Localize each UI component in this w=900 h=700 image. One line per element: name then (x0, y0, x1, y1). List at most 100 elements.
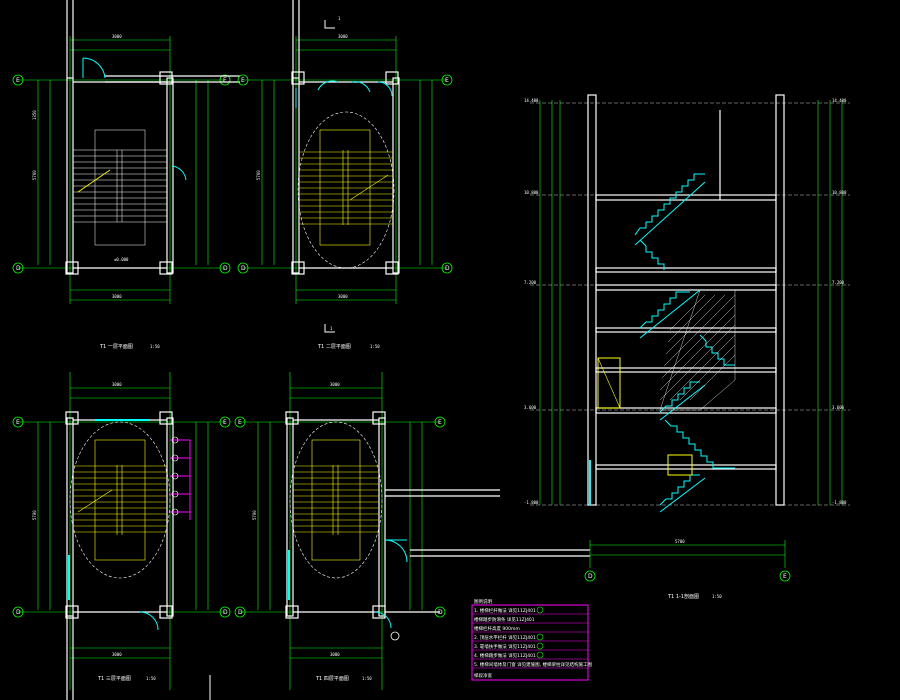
plan-1-dim-left-2: 5700 (32, 170, 37, 180)
plan-4-dim-bottom: 3000 (330, 652, 340, 657)
section-level-right-0: 14.400 (832, 98, 847, 103)
plan-3-axis-d-left: D (16, 609, 21, 616)
section-level-right-3: 3.600 (832, 405, 845, 410)
plan-3-stair (73, 439, 167, 561)
legend-row-2: 楼梯踏步防滑条 详见11ZJ401 (474, 616, 535, 623)
legend-row-8: 梯段净宽 (474, 672, 492, 679)
section-dim-bottom: 5700 (675, 539, 685, 544)
plan-4: E D E D (234, 372, 590, 690)
plan-4-axis-e-left: E (238, 419, 242, 426)
plan-2: E D E D (237, 0, 453, 350)
section-hatched-landing (659, 289, 736, 411)
plan-3-axis-d-right: D (223, 609, 228, 616)
plan-2-dim-bottom: 3000 (338, 294, 348, 299)
section-level-2: 7.200 (524, 280, 537, 285)
plan-3: E D E D (12, 372, 231, 700)
plan-1-door (82, 57, 187, 181)
plan-3-dashed-ellipse (69, 421, 171, 579)
plan-1-dim-bottom: 3000 (112, 294, 122, 299)
plan-1-axis-d-right: D (223, 265, 228, 272)
plan-4-axis-bubbles (234, 416, 446, 618)
plan-1-dimensions (18, 36, 225, 304)
plan-1-axis-d-left: D (16, 265, 21, 272)
section-axis-d: D (588, 573, 593, 580)
plan-2-axis-d-left: D (241, 265, 246, 272)
plan-4-title: T1 四层平面图 (315, 676, 349, 682)
section-stair-flights (589, 173, 735, 513)
section-scale: 1:50 (712, 594, 722, 599)
legend-symbols (536, 606, 544, 659)
plan-2-section-cut-marks (324, 20, 335, 333)
plan-2-axis-d-right: D (445, 265, 450, 272)
plan-4-axis-d-right: D (438, 609, 443, 616)
section-level-right-2: 7.200 (832, 280, 845, 285)
plan-1-stair (73, 129, 167, 246)
plan-3-dim-top: 3000 (112, 382, 122, 387)
legend-row-3: 楼梯栏杆高度 900mm (474, 625, 520, 632)
plan-3-walls (65, 411, 174, 700)
section-window (667, 454, 693, 476)
section-level-4: -1.800 (524, 500, 539, 505)
section-1-1: D E T1 1-1剖面图 1:50 14.400 10.800 7.200 3… (524, 94, 850, 600)
section-level-1: 10.800 (524, 190, 539, 195)
plan-4-dim-left: 5700 (252, 510, 257, 520)
section-axis-bubbles (584, 570, 791, 582)
plan-2-doors (295, 80, 393, 108)
plan-3-title: T1 三层平面图 (97, 676, 131, 682)
plan-2-stair (299, 129, 393, 246)
plan-2-dim-top: 3000 (338, 34, 348, 39)
section-level-3: 3.600 (524, 405, 537, 410)
plan-3-axis-bubbles (12, 416, 231, 618)
plan-3-scale: 1:50 (146, 676, 156, 681)
section-level-right-4: -1.800 (832, 500, 847, 505)
plan-1-break-line (77, 169, 111, 193)
plan-4-axis-e-right: E (438, 419, 442, 426)
legend-table: 图例说明 1. 楼梯栏杆做法 详见11ZJ401 楼梯踏步防滑条 详见11ZJ4… (471, 598, 593, 681)
section-dimensions (539, 100, 843, 568)
plan-4-scale: 1:50 (362, 676, 372, 681)
plan-2-section-mark-bottom: 1 (330, 326, 333, 331)
plan-2-axis-e-right: E (445, 77, 449, 84)
plan-1-axis-e-left: E (16, 77, 20, 84)
plan-3-axis-e-right: E (223, 419, 227, 426)
plan-1-level: ±0.000 (114, 257, 129, 262)
plan-1-dim-top: 3000 (112, 34, 122, 39)
legend-title: 图例说明 (474, 598, 492, 605)
plan-2-axis-bubbles (237, 74, 453, 274)
plan-4-axis-d-left: D (238, 609, 243, 616)
plan-4-dim-top: 3000 (330, 382, 340, 387)
legend-row-4: 2. 顶层水平栏杆 详见11ZJ401 (474, 634, 536, 641)
plan-4-walls (285, 411, 590, 619)
plan-1-title: T1 一层平面图 (99, 344, 133, 350)
plan-4-doors (374, 539, 408, 629)
legend-border (471, 604, 589, 681)
section-title: T1 1-1剖面图 (667, 593, 699, 600)
plan-2-axis-e-left: E (241, 77, 245, 84)
plan-3-column-markers (171, 436, 179, 516)
plan-1-axis-bubbles (12, 74, 231, 274)
plan-1: E D E D (12, 0, 240, 350)
plan-3-handrail (170, 439, 191, 520)
legend-row-1: 1. 楼梯栏杆做法 详见11ZJ401 (474, 607, 536, 614)
plan-1-walls (65, 0, 240, 275)
plan-3-door (139, 611, 159, 631)
plan-2-dashed-ellipse (297, 111, 395, 269)
plan-4-dashed-ellipse (289, 421, 383, 579)
plan-2-section-mark-top: 1 (338, 16, 341, 21)
section-level-0: 14.400 (524, 98, 539, 103)
plan-2-title: T1 二层平面图 (317, 344, 351, 350)
plan-3-dim-left: 5700 (32, 510, 37, 520)
plan-1-axis-e-right: E (223, 77, 227, 84)
plan-4-fixture-icon (390, 631, 400, 641)
plan-3-axis-e-left: E (16, 419, 20, 426)
plan-2-dim-left: 5700 (256, 170, 261, 180)
section-door-diagonal (597, 357, 621, 409)
plan-3-dim-bottom: 3000 (112, 652, 122, 657)
legend-row-6: 4. 楼梯踏步做法 详见11ZJ401 (474, 652, 536, 659)
legend-row-5: 3. 靠墙扶手做法 详见11ZJ401 (474, 643, 536, 650)
plan-2-dimensions (243, 36, 447, 304)
plan-1-scale: 1:50 (150, 344, 160, 349)
section-axis-e: E (783, 573, 787, 580)
